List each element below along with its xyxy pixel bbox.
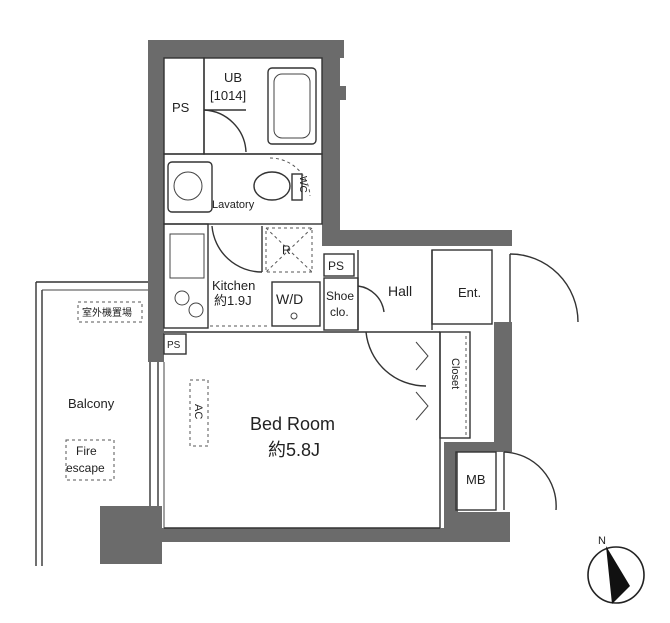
label-mb: MB [466,472,486,487]
label-bedroom-size: 約5.8J [268,440,320,460]
label-entrance: Ent. [458,285,481,300]
balcony-area [35,281,148,566]
label-ps-top: PS [172,100,190,115]
label-outdoor-unit: 室外機置場 [82,306,132,319]
label-balcony: Balcony [68,396,115,411]
label-wd: W/D [276,291,303,307]
label-r: R [282,243,291,257]
compass-icon: N [587,535,645,604]
label-hall: Hall [388,283,412,299]
label-ub-size: [1014] [210,88,246,103]
label-kitchen-size: 約1.9J [214,293,252,308]
compass-letter: N [598,535,606,547]
room-labels: PS UB [1014] Lavatory WC R Kitchen 約1.9J… [66,70,486,487]
interior-lines [149,57,497,529]
label-bedroom: Bed Room [250,414,335,434]
label-fire-2: escape [66,461,105,475]
label-shoe-1: Shoe [326,289,354,303]
label-lavatory: Lavatory [212,199,255,211]
label-fire-1: Fire [76,444,97,458]
label-closet: Closet [449,358,461,389]
label-ps-mid: PS [328,259,344,273]
label-wc: WC [297,176,308,193]
label-ac: AC [192,404,204,419]
label-shoe-2: clo. [330,305,349,319]
door-swings [203,109,579,511]
label-kitchen: Kitchen [212,278,255,293]
label-ps-small: PS [167,340,181,351]
label-ub: UB [224,70,242,85]
exterior-walls [100,40,512,564]
